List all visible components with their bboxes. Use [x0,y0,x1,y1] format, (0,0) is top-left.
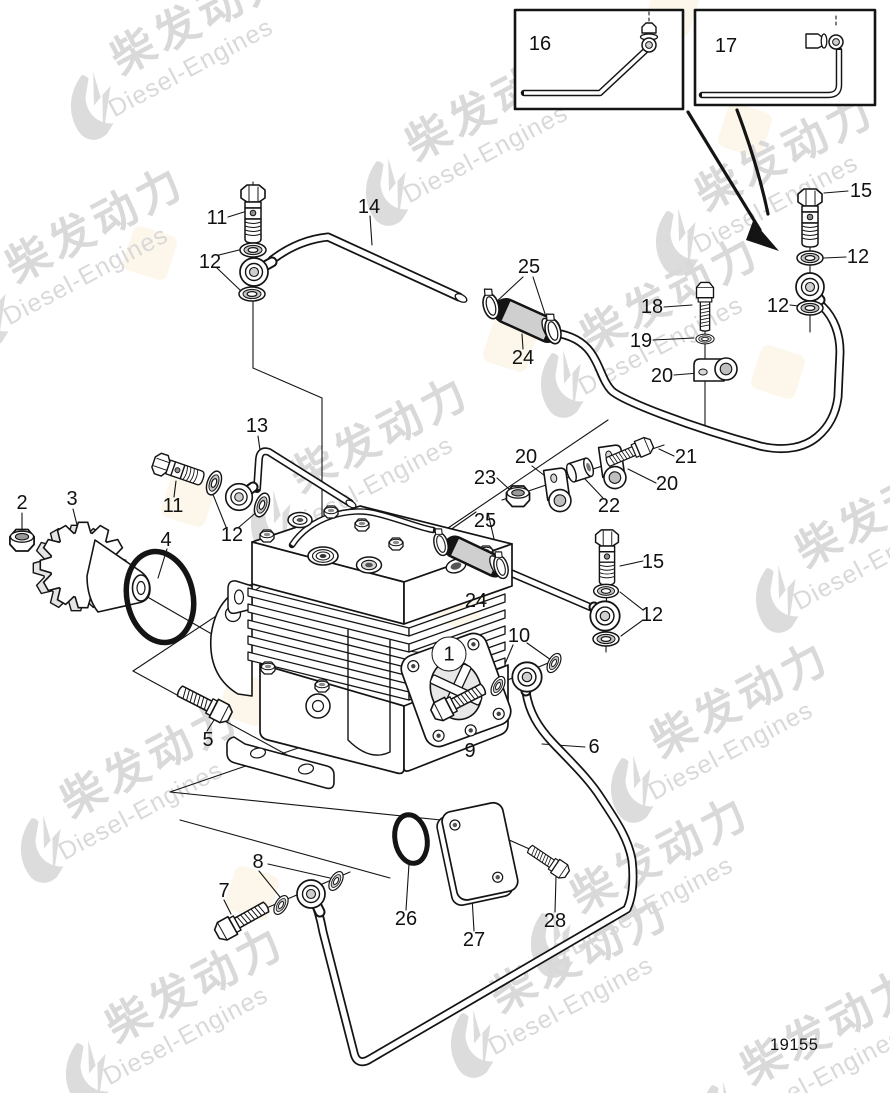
clamp-20 [693,357,738,382]
washer-19 [695,333,715,345]
banjo-bolt-11 [149,451,208,490]
banjo-bolt-15 [594,529,620,586]
bolt-5 [173,680,236,727]
o-ring-4 [123,548,197,646]
drawing-number: 19155 [770,1036,819,1054]
washer-12 [592,631,620,647]
compressor-1 [209,505,513,790]
gear-3 [32,521,151,613]
banjo-bolt-15 [797,188,823,248]
banjo-fitting-pipe [296,879,326,909]
leader-lines [21,59,849,932]
banjo-fitting-6 [589,600,621,632]
washer-12 [592,583,620,599]
pipe-main-right [556,295,845,454]
pipe-14 [267,232,468,303]
pipe-6 [307,687,638,1067]
pipe-13 [253,447,357,509]
banjo-fitting-15 [795,272,825,302]
cover-plate-27 [436,801,519,906]
washer-12 [202,468,226,498]
washer-12 [796,250,824,266]
inset-box-17 [693,8,877,107]
washer-12 [796,300,824,316]
banjo-fitting-6b [511,661,543,693]
inset-box-16 [513,8,685,111]
washer-12 [239,242,267,258]
o-ring-26 [392,812,430,866]
inset-pointer-arrow [686,108,779,251]
banjo-elbow-13 [224,482,254,512]
bolt-18 [695,281,715,332]
nut-23 [505,485,531,508]
washer-12 [238,286,266,302]
bolt-7 [211,896,273,944]
clamp-25 [478,285,503,322]
washer-12 [250,490,274,520]
banjo-bolt-11 [240,184,266,244]
spacer-22 [565,457,595,483]
bolt-28 [524,841,573,882]
banjo-fitting-14 [239,257,269,287]
nut-2 [9,528,35,552]
